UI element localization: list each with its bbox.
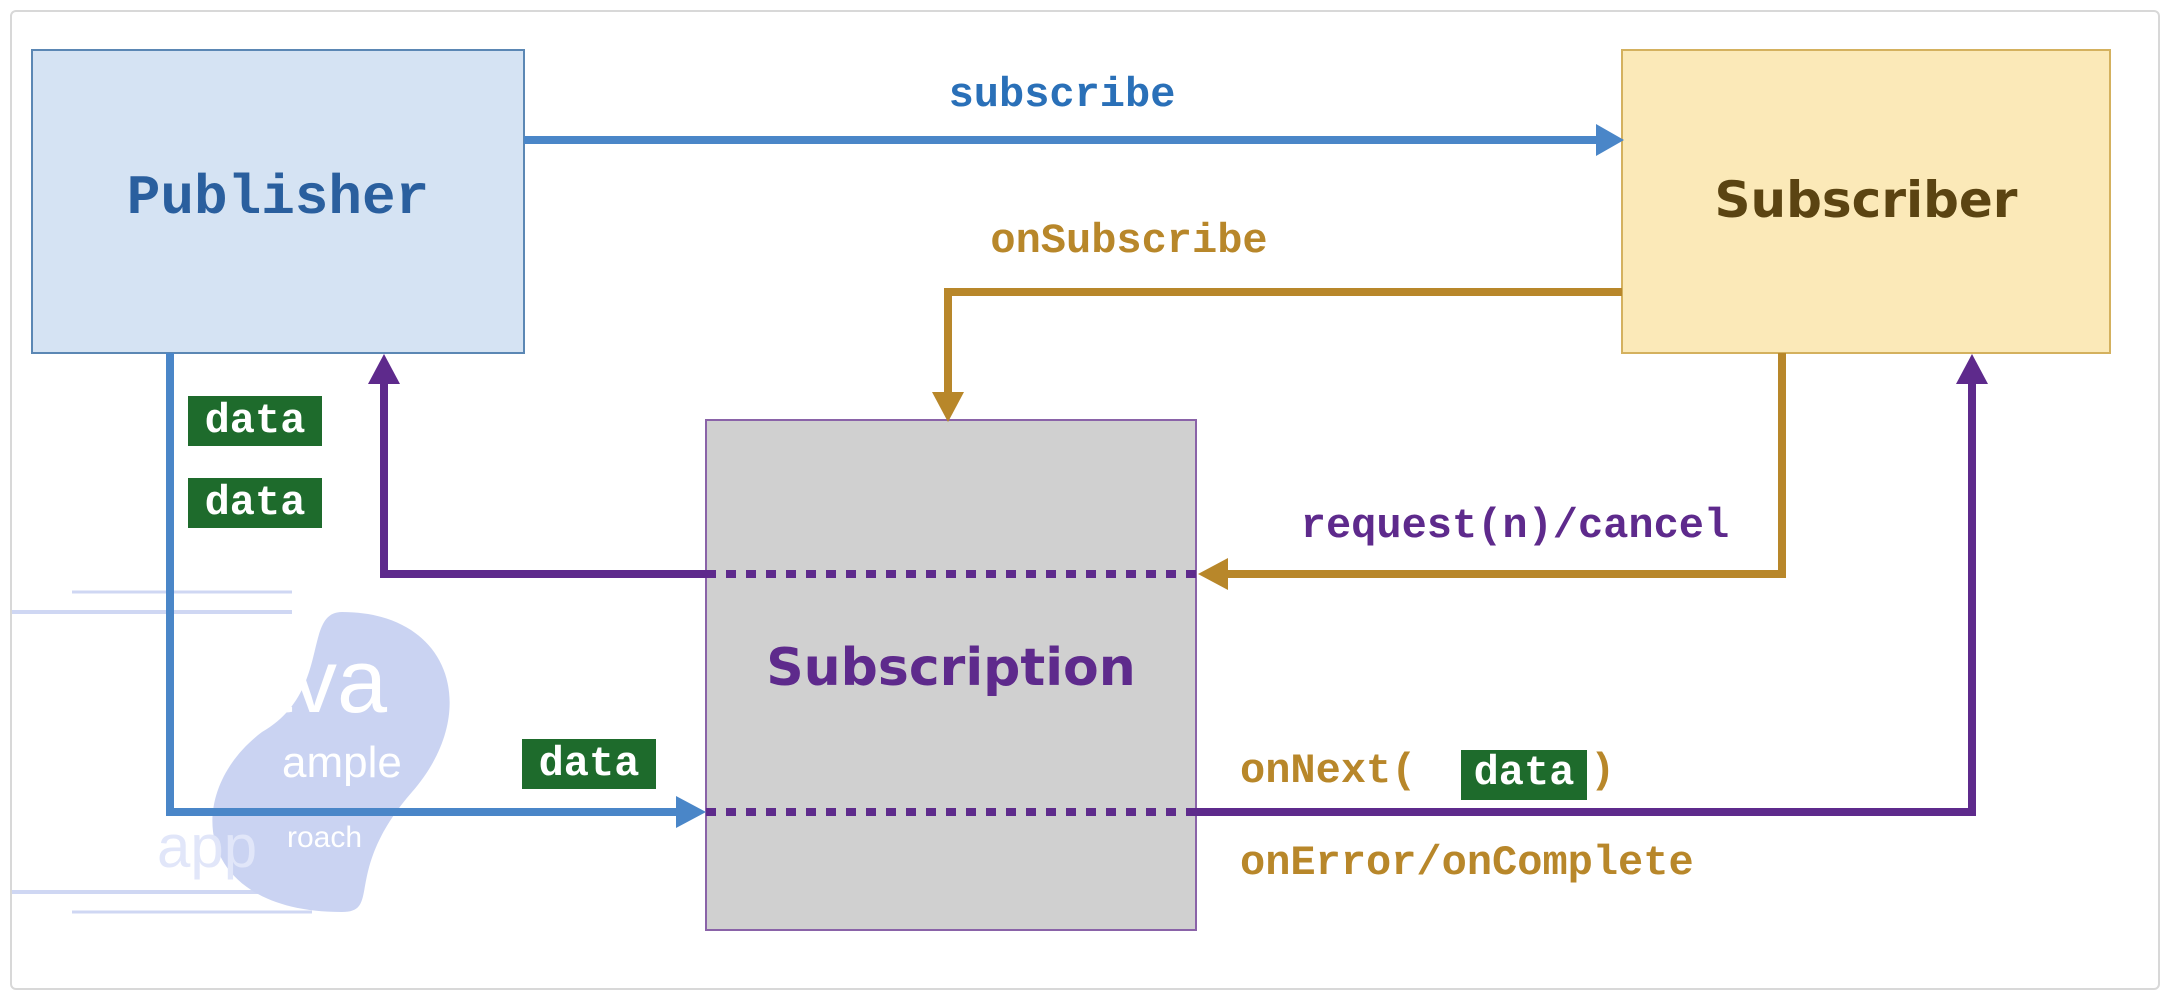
on-subscribe-arrowhead [932,392,964,422]
on-next-suffix: ) [1590,747,1615,795]
request-cancel-label: request(n)/cancel [1301,502,1729,550]
on-next-arrowhead [1956,354,1988,384]
data-badge-1-text: data [205,397,306,445]
data-badge-3 [522,739,656,789]
on-subscribe-arrow [944,288,1622,404]
on-next-prefix: onNext( [1240,747,1416,795]
subscribe-arrowhead [1596,124,1624,156]
on-next-data-text: data [1474,749,1575,797]
watermark-logo: ava ample app roach [12,590,450,914]
on-error-complete-label: onError/onComplete [1240,839,1694,887]
publisher-label: Publisher [127,166,429,230]
subscriber-node [1621,49,2111,354]
subscription-label: Subscription [766,638,1136,698]
watermark-roach: roach [287,821,362,854]
watermark-app: app [157,813,257,880]
on-next-arrow [1196,372,1976,816]
data-badge-2-text: data [205,479,306,527]
subscription-node [705,419,1197,931]
on-subscribe-label: onSubscribe [990,217,1267,265]
watermark-ava: ava [242,632,388,732]
publisher-data-arrow [166,353,684,816]
on-next-label: onNext( [1240,747,1416,795]
data-badge-1 [188,396,322,446]
data-badge-3-text: data [539,740,640,788]
diagram-frame: ava ample app roach Publisher Subscriber… [10,10,2160,990]
data-badge-2 [188,478,322,528]
publisher-data-arrowhead [676,796,706,828]
request-cancel-arrowhead [1198,558,1228,590]
on-next-data-badge [1461,750,1587,800]
subscriber-label: Subscriber [1715,171,2018,229]
watermark-ample: ample [282,738,402,787]
subscribe-label: subscribe [949,71,1176,119]
publisher-node [31,49,525,354]
request-cancel-arrow [1216,353,1786,578]
subscription-to-publisher-arrowhead [368,354,400,384]
pubsub-diagram: ava ample app roach Publisher Subscriber… [12,49,2111,931]
subscription-to-publisher-arrow [380,372,706,578]
